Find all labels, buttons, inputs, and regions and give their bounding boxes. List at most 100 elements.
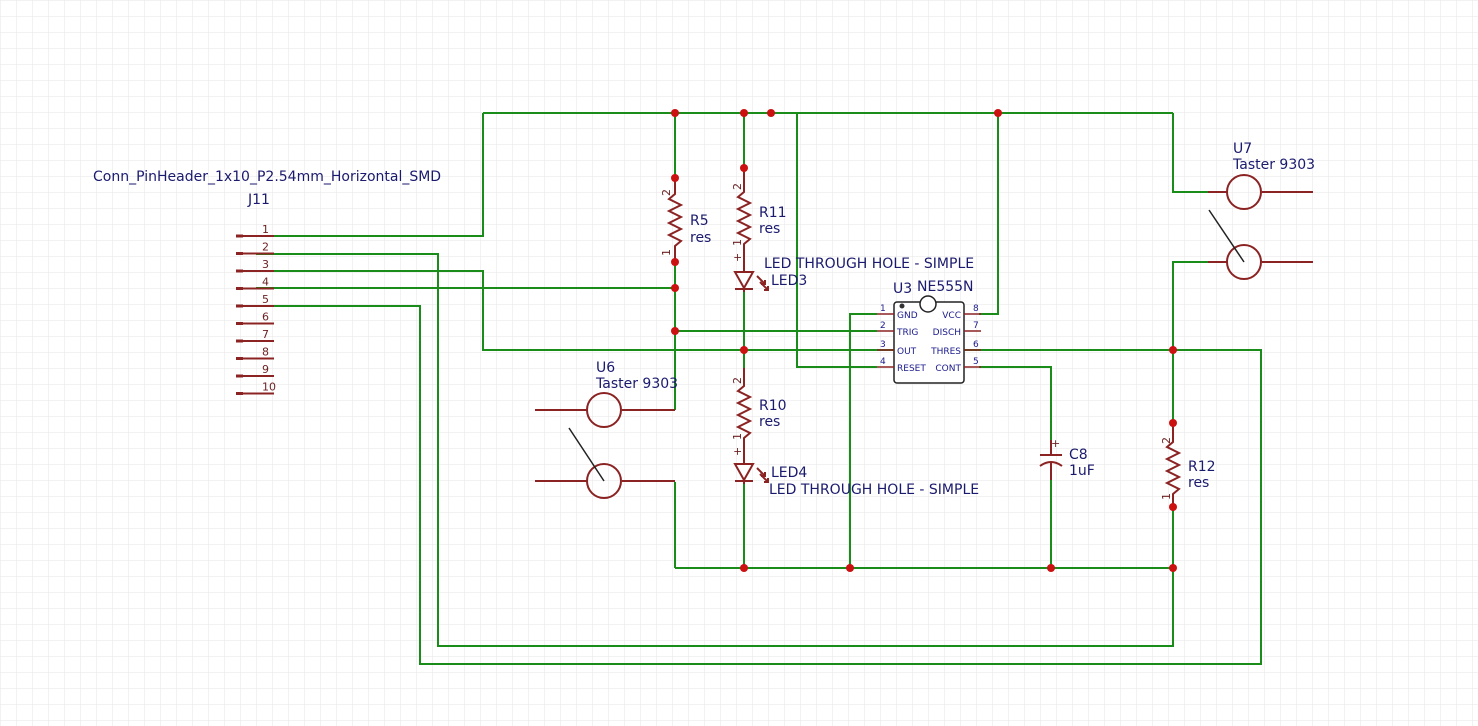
r10-ref-label: R10 (759, 398, 787, 414)
u6-top-contact (586, 392, 622, 428)
u3-left-pin-name: TRIG (896, 328, 918, 338)
led-led3[interactable]: + LED THROUGH HOLE - SIMPLE LED3 (731, 253, 974, 292)
u3-pin1-marker (899, 303, 905, 309)
wire-j11-pin3[interactable] (256, 270, 1173, 351)
u3-left-pin-number: 1 (880, 304, 886, 314)
connector-pin-pad (236, 234, 243, 238)
connector-pin-number: 1 (262, 223, 269, 236)
connector-pin-number: 10 (262, 381, 276, 394)
junction-dot (1047, 564, 1055, 572)
wire-j11-pin2[interactable] (256, 253, 1174, 647)
r5-ref-label: R5 (690, 213, 709, 229)
capacitor-c8[interactable]: + C8 1uF (1039, 437, 1095, 480)
u6-ref-label: U6 (596, 360, 615, 376)
led3-light-arrows (756, 275, 769, 291)
switch-u7[interactable]: U7 Taster 9303 (1208, 141, 1315, 280)
connector-pin-pad (236, 304, 243, 308)
junction-dot (1169, 564, 1177, 572)
resistor-r5[interactable]: 2 1 R5 res (660, 178, 711, 262)
u7-value-label: Taster 9303 (1232, 157, 1315, 173)
u3-right-pin-name: VCC (942, 311, 961, 321)
r11-pin2-label: 2 (731, 183, 744, 190)
connector-pin-pad (236, 374, 243, 378)
wire-cont[interactable] (979, 366, 1052, 440)
connector-pin-pad (236, 322, 243, 325)
connector-ref-label: J11 (247, 192, 270, 208)
junction-dot (671, 258, 679, 266)
junction-dot (740, 164, 748, 172)
wire-j11-pin5[interactable] (256, 305, 1262, 665)
u3-right-pin-number: 6 (973, 340, 979, 350)
u3-right-pin-name: DISCH (933, 328, 961, 338)
u3-left-pin-number: 4 (880, 357, 886, 367)
switch-u6[interactable]: U6 Taster 9303 (535, 360, 678, 499)
connector-pin-number: 2 (262, 241, 269, 254)
connector-pin-pad (236, 392, 243, 395)
r5-value-label: res (690, 230, 711, 246)
r11-value-label: res (759, 221, 780, 237)
r10-value-label: res (759, 414, 780, 430)
c8-polarity-label: + (1051, 437, 1060, 450)
junction-dot (1169, 419, 1177, 427)
r12-ref-label: R12 (1188, 459, 1216, 475)
connector-pin-number: 4 (262, 276, 269, 289)
connector-pin-pad (236, 269, 243, 273)
junction-dot (671, 174, 679, 182)
connector-pin-pad (236, 252, 243, 255)
led3-ref-label: LED3 (771, 273, 807, 289)
u7-ref-label: U7 (1233, 141, 1252, 157)
u3-ref-label: U3 (893, 281, 912, 297)
u7-actuator (1208, 209, 1245, 263)
u3-right-pin-number: 8 (973, 304, 979, 314)
junction-dot (740, 346, 748, 354)
wire-gnd[interactable] (849, 313, 877, 568)
u3-left-pin-name: GND (897, 311, 918, 321)
led3-value-label: LED THROUGH HOLE - SIMPLE (764, 256, 974, 272)
led-led4[interactable]: + LED4 LED THROUGH HOLE - SIMPLE (731, 447, 979, 498)
wire-vcc[interactable] (979, 113, 999, 315)
u3-left-pin-number: 2 (880, 321, 886, 331)
r12-value-label: res (1188, 475, 1209, 491)
connector-pin-pad (236, 339, 243, 343)
junction-dot (671, 284, 679, 292)
u3-left-pin-number: 3 (880, 340, 886, 350)
connector-j11[interactable]: Conn_PinHeader_1x10_P2.54mm_Horizontal_S… (93, 169, 441, 395)
junction-dot (846, 564, 854, 572)
r11-ref-label: R11 (759, 205, 787, 221)
u6-actuator (568, 427, 605, 482)
resistor-r11-body (735, 168, 753, 262)
resistor-r11[interactable]: 2 1 R11 res (731, 168, 787, 262)
connector-pin-number: 9 (262, 363, 269, 376)
wire-u7-top[interactable] (1172, 113, 1208, 193)
u7-bottom-contact (1226, 244, 1262, 280)
connector-pin-number: 8 (262, 346, 269, 359)
wire-j11-pin1[interactable] (256, 113, 484, 237)
connector-pin-pad (236, 287, 243, 290)
c8-value-label: 1uF (1069, 463, 1095, 479)
r12-pin1-label: 1 (1160, 493, 1173, 500)
junction-dot (740, 109, 748, 117)
junction-dots (671, 109, 1177, 572)
connector-pin-number: 6 (262, 311, 269, 324)
ic-u3[interactable]: U3 NE555N 1GND2TRIG3OUT4RESET8VCC7DISCH6… (877, 279, 981, 384)
wires (256, 112, 1262, 665)
c8-ref-label: C8 (1069, 447, 1088, 463)
resistor-r12[interactable]: 2 1 R12 res (1160, 423, 1216, 507)
junction-dot (994, 109, 1002, 117)
led3-symbol (733, 262, 755, 292)
resistor-r10[interactable]: 2 1 R10 res (731, 368, 787, 452)
junction-dot (671, 327, 679, 335)
junction-dot (767, 109, 775, 117)
r5-pin1-label: 1 (660, 249, 673, 256)
u3-left-pin-name: RESET (897, 364, 926, 374)
wire-u7-bottom[interactable] (1172, 261, 1208, 423)
u3-value-label: NE555N (917, 279, 974, 295)
connector-pin-number: 5 (262, 293, 269, 306)
junction-dot (740, 564, 748, 572)
led4-symbol (733, 452, 755, 484)
connector-pin-number: 7 (262, 328, 269, 341)
r11-pin1-label: 1 (731, 239, 744, 246)
